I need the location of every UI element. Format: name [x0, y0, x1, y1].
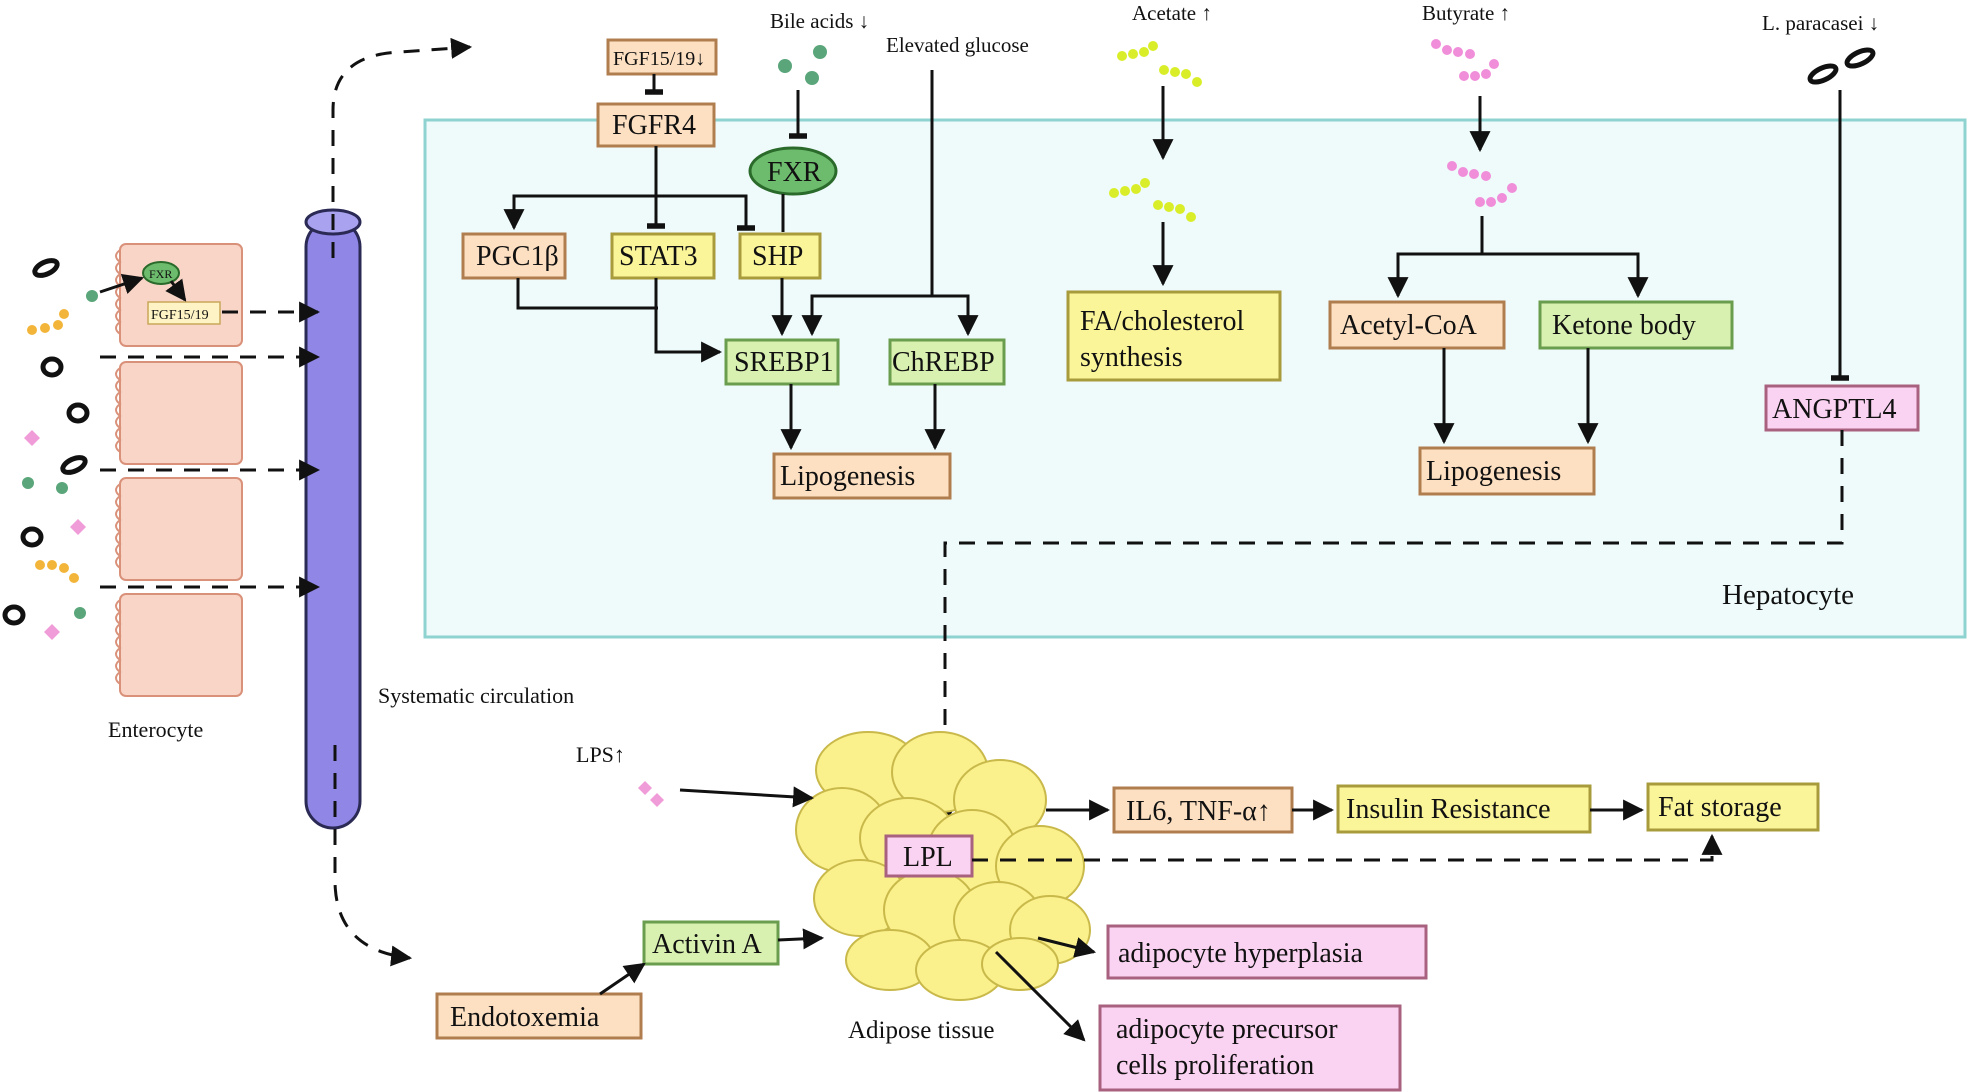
fa-chol-line2: synthesis: [1080, 342, 1183, 373]
fa-cholesterol-box: [1066, 290, 1282, 382]
endotoxemia-box: [435, 992, 643, 1040]
yellow-dot-chains: [27, 309, 79, 583]
chrebp-box: [888, 338, 1006, 386]
enterocyte-cells: [115, 243, 243, 697]
enterocyte-fxr: [142, 261, 180, 285]
acetate-label: Acetate ↑: [1132, 1, 1212, 25]
fat-storage-label: Fat storage: [1658, 792, 1782, 823]
bile-acid-dots: [778, 45, 827, 85]
butyrate-dots: [1431, 39, 1517, 207]
activin-a-box: [642, 920, 780, 966]
acetyl-coa-label: Acetyl-CoA: [1340, 310, 1478, 341]
lpl-label: LPL: [903, 842, 953, 873]
enterocyte-fxr-label: FXR: [149, 267, 172, 281]
fgf15-19-box: [606, 38, 718, 76]
ketone-body-label: Ketone body: [1552, 310, 1696, 341]
lipogenesis-1-box: [772, 452, 952, 500]
bile-acids-label: Bile acids ↓: [770, 9, 869, 33]
lps-diamonds: [638, 781, 664, 807]
activin-a-label: Activin A: [652, 929, 762, 960]
shp-label: SHP: [752, 241, 803, 272]
elevated-glucose-label: Elevated glucose: [886, 33, 1029, 57]
adipocyte-precursor-box: [1098, 1004, 1402, 1092]
l-paracasei-bacteria: [1807, 47, 1876, 85]
enterocyte-fgf-label: FGF15/19: [151, 308, 209, 323]
endotoxemia-label: Endotoxemia: [450, 1002, 600, 1033]
pgc1b-label: PGC1β: [476, 241, 559, 272]
gut-bacteria-icons: [2, 258, 90, 626]
enterocyte-fgf-box: [147, 301, 221, 325]
pgc1b-box: [461, 232, 567, 280]
angptl4-label: ANGPTL4: [1772, 394, 1896, 425]
systematic-circulation-label: Systematic circulation: [378, 683, 574, 708]
acetyl-coa-box: [1328, 300, 1506, 350]
adipocyte-hyperplasia-box: [1106, 924, 1428, 980]
fxr-oval: [748, 146, 838, 196]
luminal-molecules: [22, 290, 98, 619]
srebp1-box: [724, 338, 840, 386]
adipose-tissue-label: Adipose tissue: [848, 1017, 995, 1044]
shp-box: [738, 232, 822, 280]
butyrate-label: Butyrate ↑: [1422, 1, 1510, 25]
il6-tnf-box: [1112, 786, 1294, 834]
insulin-resistance-label: Insulin Resistance: [1346, 794, 1551, 825]
il6-tnf-label: IL6, TNF-α↑: [1126, 796, 1271, 827]
l-paracasei-label: L. paracasei ↓: [1762, 11, 1879, 35]
fxr-label: FXR: [767, 157, 822, 188]
lpl-box: [884, 834, 974, 878]
stat3-box: [610, 232, 716, 280]
stat3-label: STAT3: [619, 241, 698, 272]
srebp1-label: SREBP1: [734, 347, 834, 378]
lps-diamonds-lumen: [24, 430, 86, 640]
lipogenesis-2-label: Lipogenesis: [1426, 456, 1561, 487]
fgf15-19-label: FGF15/19↓: [613, 48, 705, 70]
adipocyte-hyperplasia-label: adipocyte hyperplasia: [1118, 938, 1363, 969]
adipose-tissue-cluster: [795, 731, 1091, 1001]
precursor-line2: cells proliferation: [1116, 1050, 1314, 1081]
lipogenesis-2-box: [1418, 446, 1596, 496]
enterocyte-label: Enterocyte: [108, 717, 203, 742]
fgfr4-label: FGFR4: [612, 110, 696, 141]
precursor-line1: adipocyte precursor: [1116, 1014, 1338, 1045]
lps-label: LPS↑: [576, 742, 625, 767]
insulin-resistance-box: [1336, 784, 1592, 834]
ketone-body-box: [1538, 300, 1734, 350]
fgfr4-box: [596, 102, 716, 148]
lipogenesis-1-label: Lipogenesis: [780, 461, 915, 492]
hepatocyte-label: Hepatocyte: [1722, 579, 1854, 611]
circulation-vessel: [304, 208, 362, 830]
chrebp-label: ChREBP: [892, 347, 995, 378]
fat-storage-box: [1646, 782, 1820, 832]
fa-chol-line1: FA/cholesterol: [1080, 306, 1245, 337]
acetate-dots: [1109, 41, 1202, 222]
